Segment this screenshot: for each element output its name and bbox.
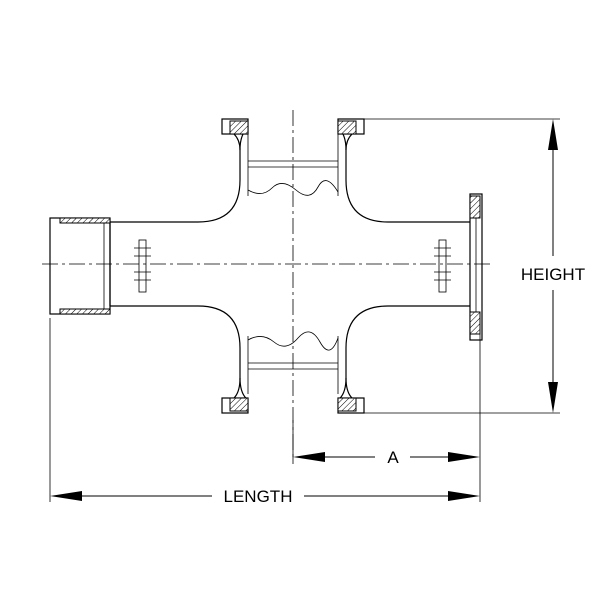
cross-body (109, 127, 470, 401)
bottom-break-line (247, 331, 339, 351)
section-marker-left-bar (138, 239, 147, 293)
bottom-flange-right-shoulder (345, 377, 353, 399)
bottom-flange-left-hatch (229, 397, 249, 412)
run-bottom-left (110, 305, 241, 354)
right-flange-face (469, 193, 483, 341)
left-weld-end (49, 217, 111, 315)
top-branch-right (337, 127, 347, 174)
left-end-sleeve (49, 217, 111, 315)
height-dimension: HEIGHT (364, 118, 585, 414)
left-end-top-hatch (59, 217, 111, 224)
run-bottom-right (345, 305, 470, 354)
bottom-branch-right (337, 354, 347, 401)
top-break-line (247, 180, 339, 196)
bottom-flange (221, 377, 365, 414)
a-dimension: A (292, 332, 481, 502)
left-end-bottom-hatch (59, 308, 111, 315)
height-label: HEIGHT (521, 265, 585, 284)
a-arrow-right (448, 452, 480, 462)
section-marker-right (434, 239, 451, 293)
length-dimension: LENGTH (49, 318, 480, 506)
a-arrow-left (293, 452, 325, 462)
run-top-right (345, 174, 470, 223)
length-arrow-left (50, 491, 82, 501)
section-marker-right-bar (438, 239, 447, 293)
right-flange (469, 193, 483, 341)
right-flange-top-hatch (469, 195, 481, 219)
run-top-left (110, 174, 241, 223)
top-flange-left-hatch (229, 120, 249, 135)
top-flange (221, 118, 365, 151)
section-marker-left (134, 239, 151, 293)
a-label: A (387, 448, 399, 467)
right-flange-bottom-hatch (469, 311, 481, 335)
top-flange-right-hatch (337, 120, 357, 135)
length-arrow-right (448, 491, 480, 501)
length-label: LENGTH (224, 487, 293, 506)
bottom-flange-left-shoulder (233, 377, 241, 399)
bottom-branch-left (239, 354, 249, 401)
bottom-flange-right-hatch (337, 397, 357, 412)
top-flange-left-shoulder (233, 133, 241, 151)
height-arrow-bottom (548, 382, 558, 413)
top-branch-left (239, 127, 249, 174)
height-arrow-top (548, 119, 558, 150)
center-lines (42, 110, 490, 460)
top-flange-right-shoulder (345, 133, 353, 151)
